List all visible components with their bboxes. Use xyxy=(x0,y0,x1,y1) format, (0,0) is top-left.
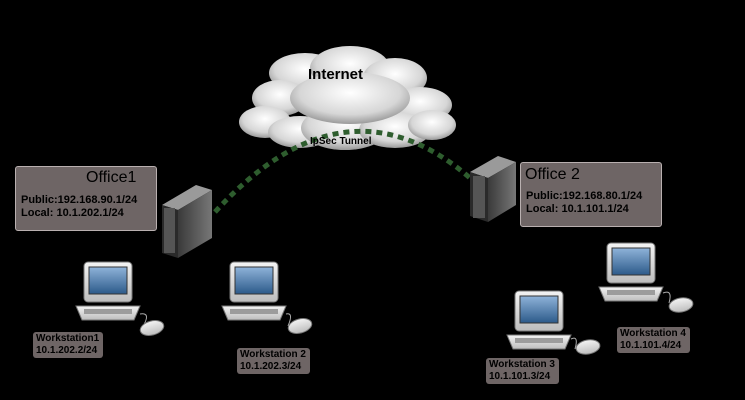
workstation4-computer-icon xyxy=(598,242,695,315)
office2-public-ip: Public:192.168.80.1/24 xyxy=(526,190,643,202)
office2-info-box: Office 2 Public:192.168.80.1/24 Local: 1… xyxy=(520,162,662,227)
workstation2-name: Workstation 2 xyxy=(240,349,306,360)
workstation3-label: Workstation 3 10.1.101.3/24 xyxy=(486,358,559,384)
router-office2-icon xyxy=(470,156,516,222)
office1-public-ip: Public:192.168.90.1/24 xyxy=(21,194,138,206)
workstation4-label: Workstation 4 10.1.101.4/24 xyxy=(617,327,690,353)
office1-title: Office1 xyxy=(86,169,137,186)
ipsec-tunnel-line xyxy=(213,128,472,214)
office2-title: Office 2 xyxy=(525,166,580,183)
workstation1-label: Workstation1 10.1.202.2/24 xyxy=(33,332,104,358)
workstation2-computer-icon xyxy=(221,261,314,337)
workstation1-ip: 10.1.202.2/24 xyxy=(36,345,98,356)
workstation2-ip: 10.1.202.3/24 xyxy=(240,361,302,372)
workstation2-label: Workstation 2 10.1.202.3/24 xyxy=(237,348,310,374)
office1-info-box: Office1 Public:192.168.90.1/24 Local: 10… xyxy=(15,166,157,231)
workstation3-name: Workstation 3 xyxy=(489,359,555,370)
tunnel-label: IpSec Tunnel xyxy=(310,136,372,147)
office1-local-ip: Local: 10.1.202.1/24 xyxy=(21,207,124,219)
workstation1-name: Workstation1 xyxy=(36,333,100,344)
workstation4-name: Workstation 4 xyxy=(620,328,686,339)
workstation4-ip: 10.1.101.4/24 xyxy=(620,340,682,351)
workstation1-computer-icon xyxy=(75,261,166,339)
workstation3-ip: 10.1.101.3/24 xyxy=(489,371,551,382)
internet-label: Internet xyxy=(308,66,364,83)
router-office1-icon xyxy=(162,185,212,258)
office2-local-ip: Local: 10.1.101.1/24 xyxy=(526,203,629,215)
workstation3-computer-icon xyxy=(506,290,602,357)
